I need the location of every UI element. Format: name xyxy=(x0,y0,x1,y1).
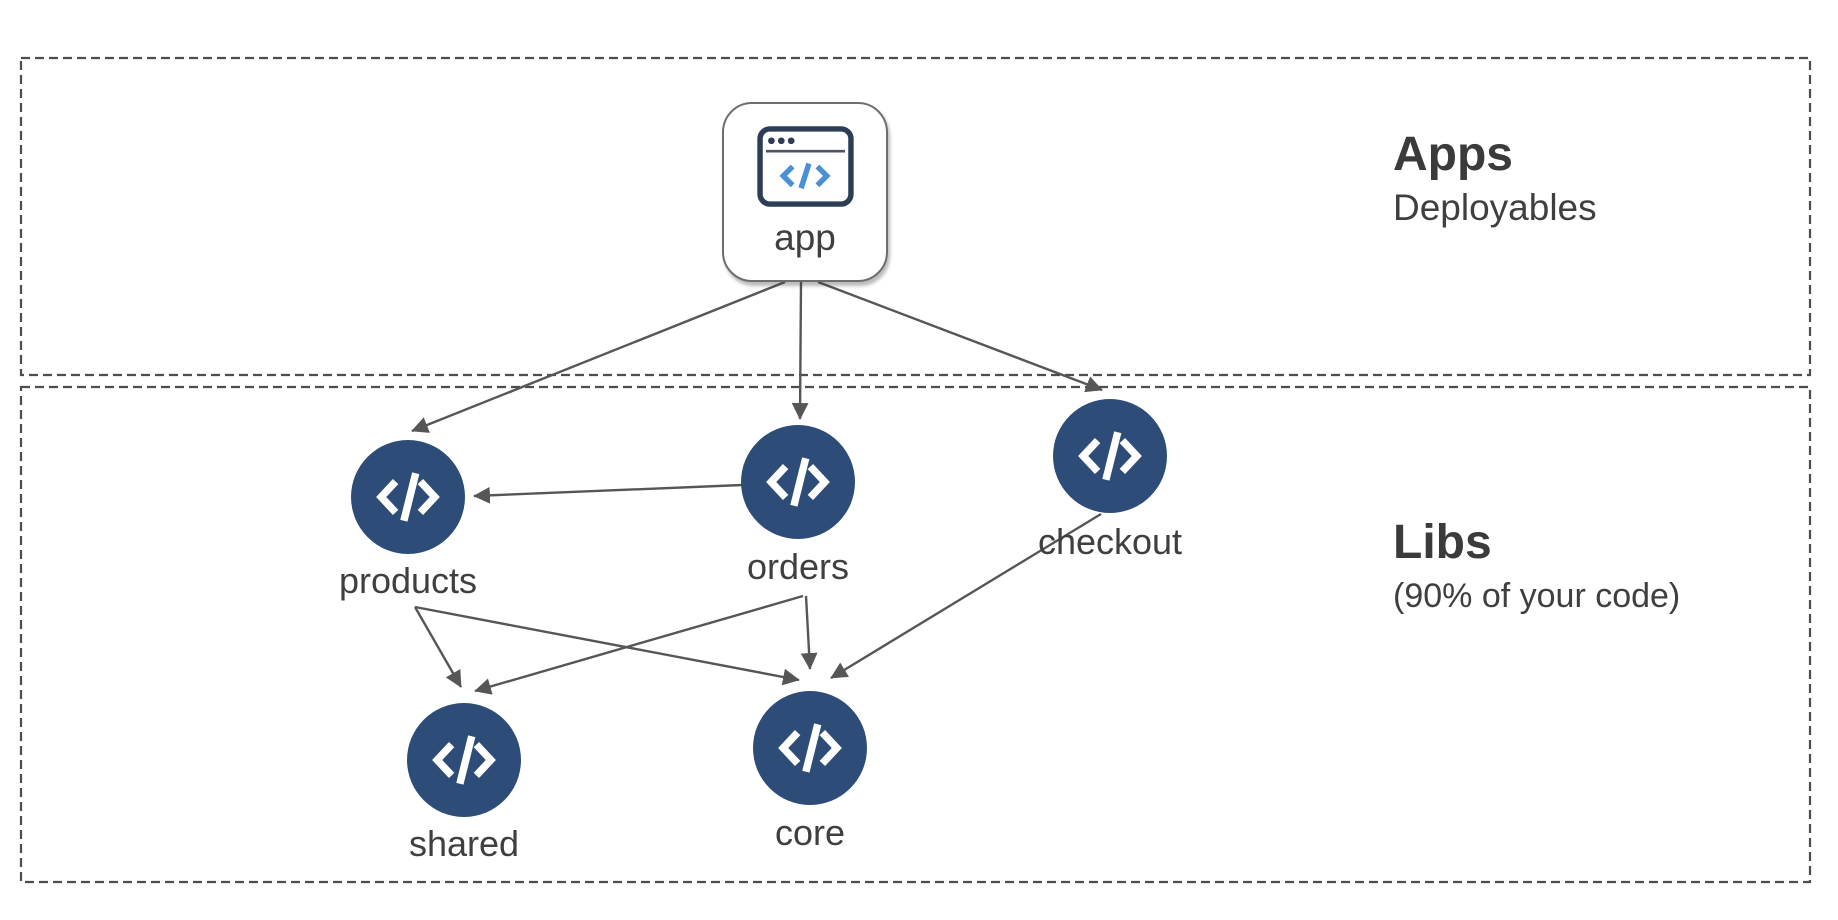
code-icon xyxy=(777,720,843,776)
node-shared-label: shared xyxy=(408,823,520,864)
node-checkout-label: checkout xyxy=(1037,521,1183,562)
dependency-edges xyxy=(411,280,1103,695)
node-checkout xyxy=(1053,399,1167,513)
code-icon xyxy=(375,469,441,525)
edge-app-products xyxy=(411,280,786,433)
edge-orders-shared xyxy=(474,594,804,695)
node-core-label: core xyxy=(774,812,846,853)
edge-app-checkout xyxy=(817,280,1103,393)
edge-checkout-core xyxy=(830,512,1102,680)
libs-region-title: Libs xyxy=(1393,516,1492,569)
node-orders-label: orders xyxy=(746,546,850,587)
libs-region-label: Libs (90% of your code) xyxy=(1393,516,1681,616)
edge-orders-products xyxy=(473,483,743,504)
apps-region-label: Apps Deployables xyxy=(1393,128,1597,229)
libs-region-subtitle: (90% of your code) xyxy=(1393,577,1681,616)
code-icon xyxy=(431,732,497,788)
edge-products-core xyxy=(414,605,800,686)
node-app: app xyxy=(722,102,888,282)
node-app-label: app xyxy=(774,217,836,258)
code-icon xyxy=(765,454,831,510)
edge-app-orders xyxy=(791,281,809,420)
apps-region-subtitle: Deployables xyxy=(1393,187,1597,229)
libs-region-border xyxy=(19,385,1812,884)
edge-products-shared xyxy=(413,606,463,688)
apps-region-title: Apps xyxy=(1393,128,1513,181)
edge-orders-core xyxy=(800,595,818,670)
node-core xyxy=(753,691,867,805)
node-shared xyxy=(407,703,521,817)
browser-code-icon xyxy=(756,125,855,213)
apps-region-border xyxy=(19,56,1812,377)
code-icon xyxy=(1077,428,1143,484)
node-products xyxy=(351,440,465,554)
node-orders xyxy=(741,425,855,539)
node-products-label: products xyxy=(338,560,478,601)
